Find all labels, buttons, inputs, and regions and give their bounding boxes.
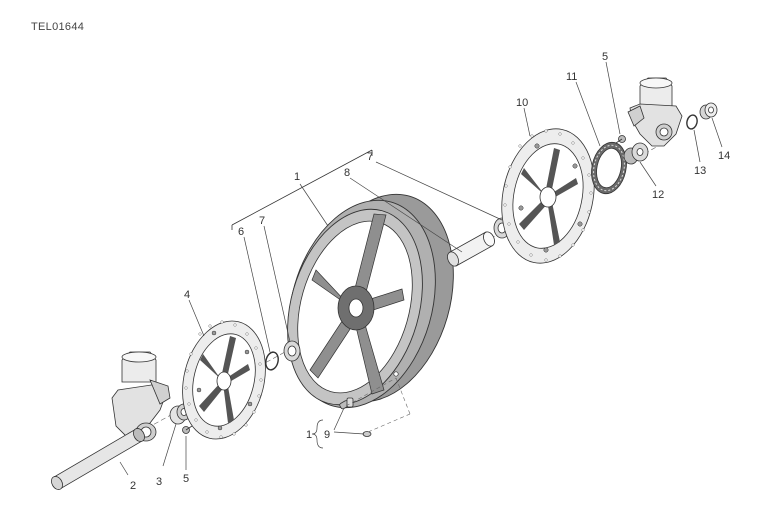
callout-12: 12 (652, 189, 664, 201)
callout-14: 14 (718, 150, 730, 162)
callout-3: 3 (156, 476, 162, 488)
spacer-right (623, 142, 649, 165)
axle-nut (699, 102, 718, 120)
circlip-left (265, 351, 279, 371)
callout-1: 1 (294, 171, 300, 183)
screw-left (182, 425, 193, 434)
circlip-right (686, 114, 698, 130)
tyre-valve (339, 377, 411, 437)
leader-lines (119, 61, 723, 476)
callout-5-upper: 5 (602, 51, 608, 63)
spacer-left (169, 403, 192, 425)
callout-5-lower: 5 (183, 473, 189, 485)
screw-right (615, 135, 626, 144)
drawing-reference-code: TEL01644 (31, 21, 85, 33)
callout-2: 2 (130, 480, 136, 492)
callout-9: 9 (324, 429, 330, 441)
brake-disc-right (501, 128, 595, 264)
callout-7-left: 7 (259, 215, 265, 227)
rim-wheel (287, 193, 454, 409)
callout-1-valve-group: 1 (306, 429, 312, 441)
bearing-left (283, 340, 301, 362)
axle-spacer-tube (447, 231, 495, 267)
callout-11: 11 (566, 71, 577, 83)
callout-13: 13 (694, 165, 706, 177)
callout-8: 8 (344, 167, 350, 179)
brake-disc-left (182, 320, 266, 440)
right-fork-leg (627, 77, 683, 147)
callout-4: 4 (184, 289, 190, 301)
callout-6: 6 (238, 226, 244, 238)
wheel-axle (51, 428, 145, 490)
callout-10: 10 (516, 97, 528, 109)
callout-7-right: 7 (367, 151, 373, 163)
left-fork-leg (111, 351, 171, 442)
phonic-wheel (591, 141, 627, 195)
callout-labels: 1 2 3 4 5 5 6 7 7 8 9 1 10 11 12 13 14 (130, 51, 730, 492)
